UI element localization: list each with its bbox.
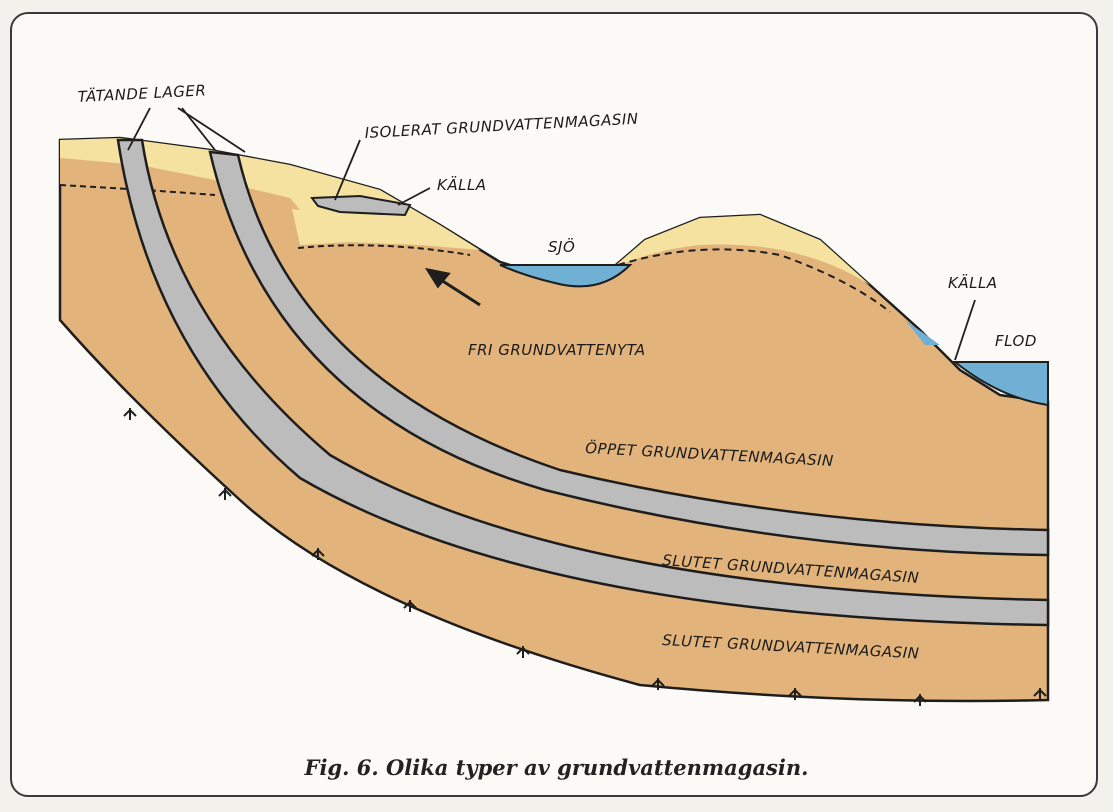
figure-caption: Fig. 6. Olika typer av grundvattenmagasi…: [0, 755, 1113, 780]
label-sjo: SJÖ: [548, 237, 575, 256]
label-kalla-right: KÄLLA: [948, 273, 998, 292]
label-flod: FLOD: [995, 332, 1037, 350]
label-tatande-lager: TÄTANDE LAGER: [77, 80, 206, 106]
label-kalla-upper: KÄLLA: [437, 175, 487, 194]
label-isolerat: ISOLERAT GRUNDVATTENMAGASIN: [364, 110, 639, 142]
label-fri-grundvattenyta: FRI GRUNDVATTENYTA: [468, 341, 646, 359]
